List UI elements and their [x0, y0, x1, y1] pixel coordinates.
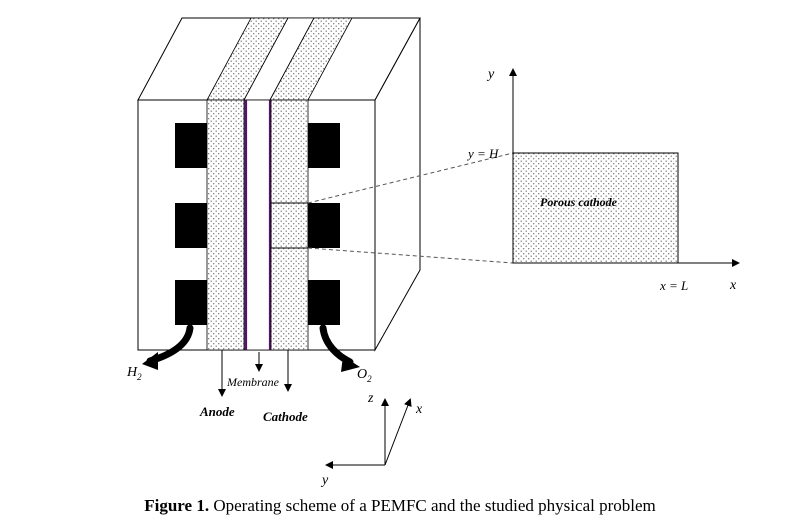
cathode-channel-middle — [308, 203, 340, 248]
coordinate-axes-3d: z x y — [320, 391, 423, 488]
projection-line-top — [307, 152, 514, 204]
cathode-channel-top — [308, 123, 340, 168]
axis-x-3d-label: x — [415, 402, 423, 417]
x-equals-l-label: x = L — [659, 278, 688, 293]
porous-cathode-label: Porous cathode — [540, 195, 618, 209]
anode-label: Anode — [199, 404, 235, 419]
membrane-layer — [244, 99, 271, 351]
domain-x-axis-label: x — [729, 278, 737, 293]
axis-y-3d-label: y — [320, 473, 329, 488]
y-equals-h-label: y = H — [466, 146, 499, 161]
anode-channel-bottom — [175, 280, 207, 325]
h2-label: H2 — [126, 365, 142, 382]
fuel-cell-block — [137, 17, 421, 352]
cathode-layer — [270, 99, 309, 351]
porous-cathode-domain: Porous cathode y x y = H x = L — [466, 67, 740, 293]
anode-layer — [206, 99, 245, 351]
cathode-label: Cathode — [263, 409, 308, 424]
o2-label: O2 — [357, 367, 372, 384]
axis-z-label: z — [367, 391, 374, 406]
cathode-channel-bottom — [308, 280, 340, 325]
caption-label: Figure 1. — [144, 496, 210, 515]
anode-channel-middle — [175, 203, 207, 248]
anode-channel-top — [175, 123, 207, 168]
domain-y-axis-label: y — [486, 67, 495, 82]
membrane-label: Membrane — [226, 375, 280, 389]
caption-text: Operating scheme of a PEMFC and the stud… — [209, 496, 656, 515]
projection-line-bottom — [307, 247, 514, 264]
figure-caption: Figure 1. Operating scheme of a PEMFC an… — [0, 496, 800, 516]
h2-arrow-head — [142, 352, 158, 370]
o2-arrow-head — [341, 356, 360, 372]
axis-x-line — [384, 398, 412, 466]
porous-cathode-rect — [512, 152, 679, 264]
